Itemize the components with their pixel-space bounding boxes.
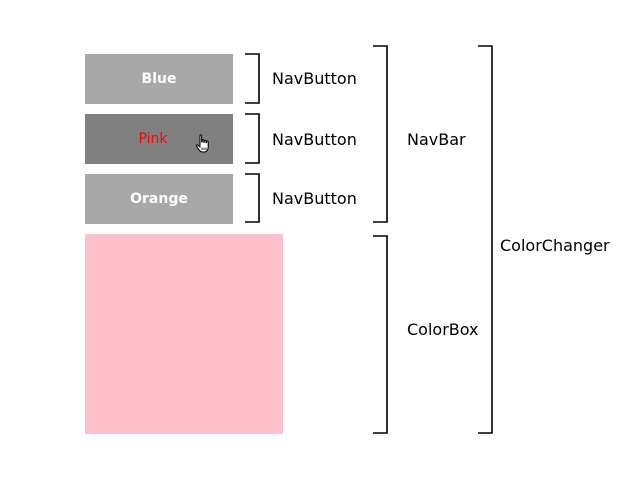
nav-button-orange[interactable]: Orange bbox=[85, 174, 233, 224]
label-navbar: NavBar bbox=[407, 130, 466, 149]
color-box bbox=[85, 234, 283, 434]
bracket-navbutton-3 bbox=[245, 173, 260, 223]
nav-button-label: Pink bbox=[138, 131, 168, 147]
hand-pointer-icon bbox=[195, 134, 209, 153]
bracket-colorchanger bbox=[478, 45, 493, 434]
bracket-colorbox bbox=[373, 235, 388, 434]
label-colorchanger: ColorChanger bbox=[500, 236, 610, 255]
bracket-navbutton-2 bbox=[245, 113, 260, 164]
bracket-navbutton-1 bbox=[245, 53, 260, 104]
bracket-navbar bbox=[373, 45, 388, 223]
label-colorbox: ColorBox bbox=[407, 320, 479, 339]
nav-button-pink[interactable]: Pink bbox=[85, 114, 233, 164]
label-navbutton-1: NavButton bbox=[272, 69, 357, 88]
nav-button-label: Blue bbox=[141, 71, 177, 87]
nav-button-label: Orange bbox=[130, 191, 188, 207]
nav-button-blue[interactable]: Blue bbox=[85, 54, 233, 104]
label-navbutton-3: NavButton bbox=[272, 189, 357, 208]
label-navbutton-2: NavButton bbox=[272, 130, 357, 149]
